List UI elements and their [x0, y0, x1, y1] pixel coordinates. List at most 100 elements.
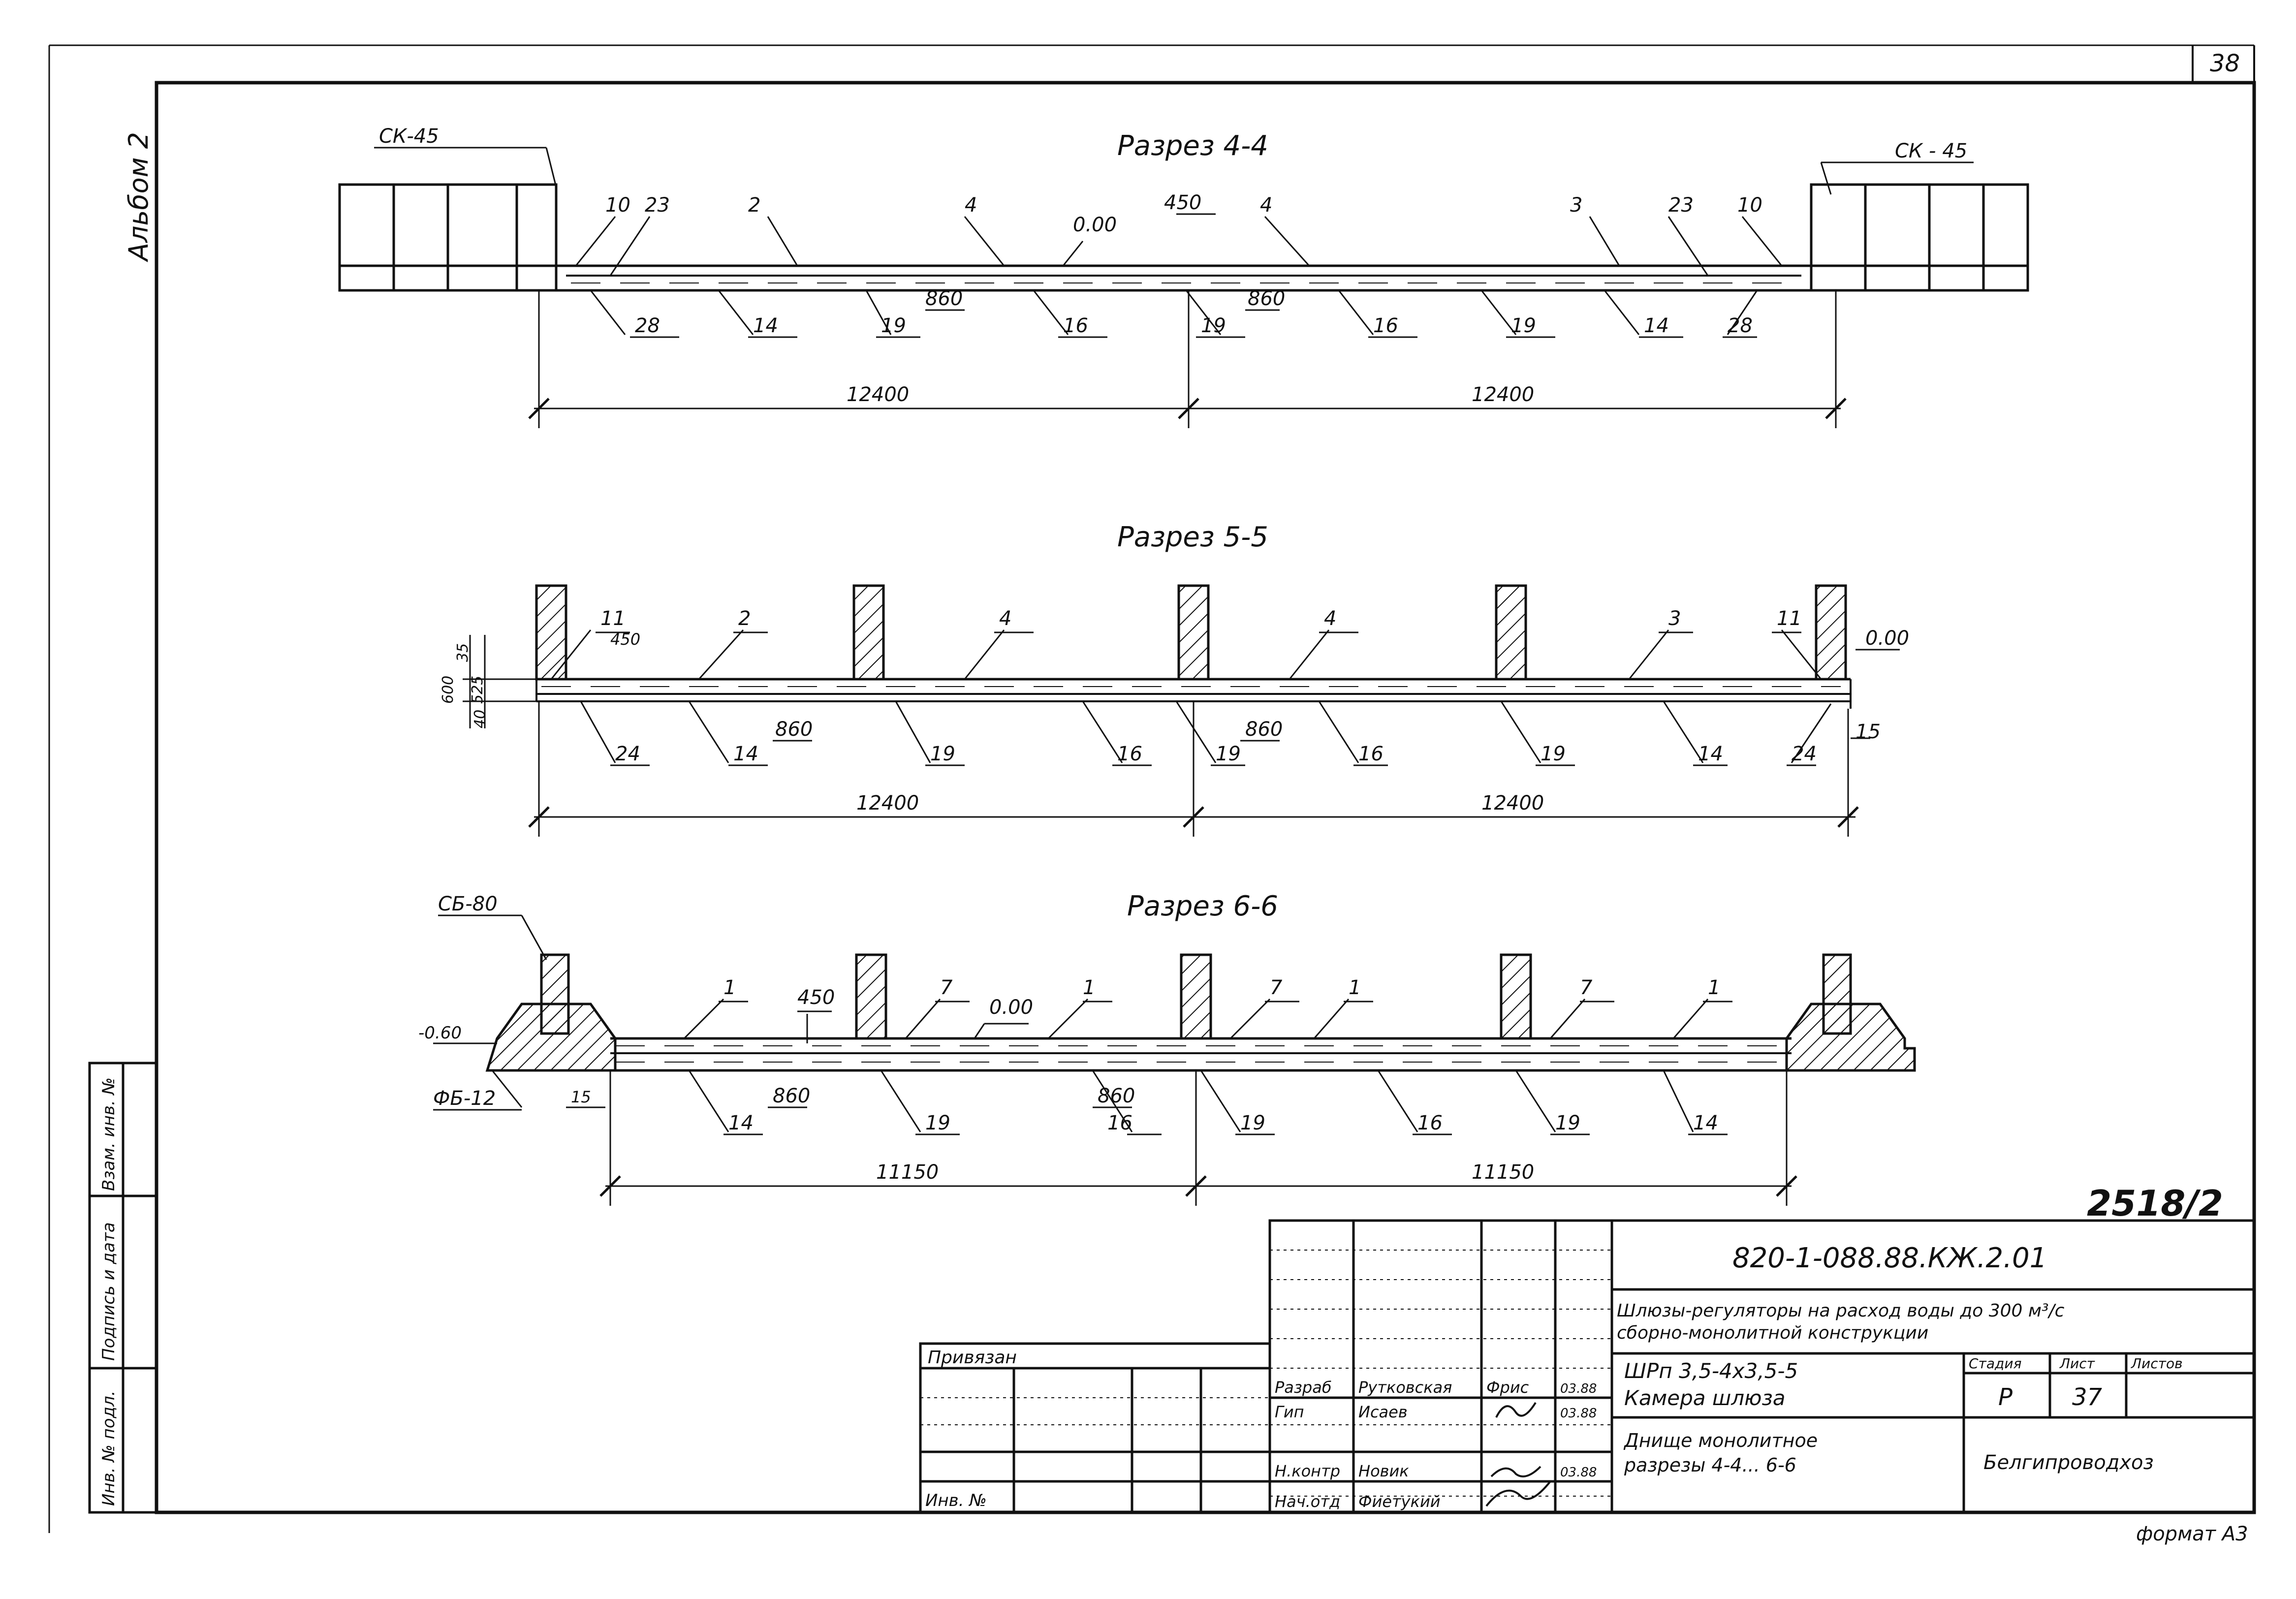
staff-role: Нач.отд [1275, 1492, 1340, 1511]
dim-value: 12400 [856, 792, 919, 815]
side-dim: 525 [469, 676, 486, 704]
side-stamp [88, 1062, 158, 1514]
object-name-line-2: Камера шлюза [1624, 1386, 1786, 1410]
label: 7 [1270, 976, 1283, 999]
elevation-0-00: 0.00 [1073, 214, 1117, 236]
label: 14 [733, 743, 758, 765]
staff-rows: Разраб Рутковская Фрис 03.88 Гип Исаев 0… [1275, 1378, 1597, 1511]
label: 860 [1098, 1085, 1135, 1107]
label: 3 [1668, 607, 1681, 630]
dim-value: 12400 [1472, 383, 1534, 406]
title-block-thin-rows [920, 1250, 1612, 1497]
columns-5-5 [535, 584, 1847, 681]
wall-block-right [1810, 183, 2029, 292]
staff-sign: Фрис [1486, 1378, 1529, 1397]
label: 16 [1417, 1112, 1443, 1134]
leaders-5-5 [550, 629, 1900, 766]
label: 14 [1644, 314, 1669, 337]
label: 23 [645, 194, 670, 217]
label: 19 [1555, 1112, 1580, 1134]
foundation-right [1785, 953, 1916, 1072]
side-dim: 35 [454, 643, 472, 662]
leaders-4-4 [374, 147, 1974, 338]
label: 450 [1164, 191, 1201, 214]
label: 24 [1792, 743, 1817, 765]
label: 23 [1668, 194, 1694, 217]
doc-code-big: 2518/2 [2087, 1183, 2223, 1224]
foundation-left [433, 953, 617, 1072]
label: 2 [748, 194, 760, 217]
label: 10 [1737, 194, 1762, 217]
wall-block-left [338, 183, 558, 292]
label: 1 [1708, 976, 1720, 999]
label: 11 [600, 607, 626, 630]
staff-date: 03.88 [1560, 1381, 1597, 1396]
leaders-6-6 [433, 914, 1732, 1135]
label: 860 [1245, 718, 1283, 741]
label: 16 [1063, 314, 1088, 337]
label: 3 [1570, 194, 1582, 217]
label: 450 [797, 986, 835, 1009]
staff-name: Новик [1358, 1462, 1409, 1480]
label: 16 [1107, 1112, 1132, 1134]
label-cb80: СБ-80 [438, 893, 498, 915]
dim-4-4 [528, 290, 1847, 428]
project-title-line-1: Шлюзы-регуляторы на расход воды до 300 м… [1617, 1301, 2065, 1321]
label: 19 [1541, 743, 1566, 765]
section-5-5: Разрез 5-5 [440, 521, 1909, 837]
side-dim: 600 [440, 676, 457, 704]
label: 4 [1260, 194, 1272, 217]
label: 1 [1349, 976, 1361, 999]
label: 19 [1511, 314, 1536, 337]
label: 14 [753, 314, 778, 337]
organization: Белгипроводхоз [1983, 1451, 2154, 1474]
label: 2 [738, 607, 751, 630]
section-6-6-title: Разрез 6-6 [1127, 890, 1278, 922]
title-block [919, 1219, 2256, 1514]
signatures [1485, 1402, 1551, 1507]
staff-role: Н.контр [1275, 1462, 1340, 1480]
section-4-4-title: Разрез 4-4 [1117, 130, 1268, 162]
side-dim: 40 [472, 710, 489, 728]
dim-value: 12400 [847, 383, 909, 406]
label-fb12: ФБ-12 [433, 1087, 496, 1110]
format-label: формат А3 [2136, 1523, 2248, 1545]
label: 19 [1216, 743, 1241, 765]
label: 15 [571, 1088, 591, 1106]
staff-date: 03.88 [1560, 1406, 1597, 1421]
section-6-6: Разрез 6-6 [418, 890, 1916, 1206]
stage-value: Р [1998, 1383, 2013, 1411]
dim-value: 11150 [1472, 1161, 1534, 1184]
label: 19 [930, 743, 955, 765]
side-stamp-replace: Взам. инв. № [99, 1077, 119, 1191]
album-label: Альбом 2 [123, 132, 154, 262]
section-5-5-title: Разрез 5-5 [1117, 521, 1268, 553]
dim-value: 12400 [1481, 792, 1544, 815]
label: 19 [925, 1112, 950, 1134]
sheet-title-line-2: разрезы 4-4... 6-6 [1624, 1454, 1796, 1476]
staff-date: 03.88 [1560, 1465, 1597, 1480]
staff-role: Гип [1275, 1403, 1304, 1421]
label: 19 [1201, 314, 1226, 337]
label: 4 [965, 194, 977, 217]
slab-4-4 [556, 264, 1811, 292]
staff-role: Разраб [1275, 1378, 1332, 1397]
columns-6-6 [855, 953, 1532, 1040]
inv-label: Инв. № [925, 1491, 987, 1510]
label: 10 [605, 194, 630, 217]
section-4-4: Разрез 4-4 [338, 125, 2029, 428]
label: 7 [1580, 976, 1593, 999]
label: 19 [881, 314, 906, 337]
label: 11 [1777, 607, 1802, 630]
sheet-title-line-1: Днище монолитное [1623, 1430, 1818, 1451]
label: 24 [615, 743, 640, 765]
label: 1 [723, 976, 736, 999]
stage-header: Стадия [1969, 1355, 2021, 1372]
staff-name: Рутковская [1358, 1378, 1452, 1397]
doc-code: 820-1-088.88.КЖ.2.01 [1732, 1242, 2047, 1274]
dim-6-6 [599, 1070, 1797, 1206]
sheets-header: Листов [2131, 1355, 2183, 1372]
label: 15 [1856, 721, 1881, 743]
side-stamp-sign: Подпись и дата [99, 1222, 119, 1361]
